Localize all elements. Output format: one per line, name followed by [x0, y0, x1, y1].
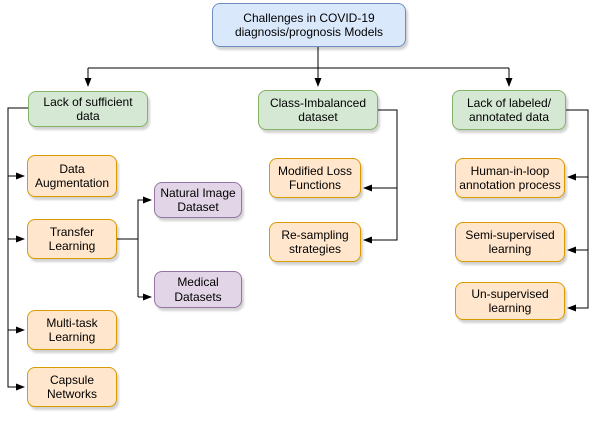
node-challenges-root: Challenges in COVID-19 diagnosis/prognos…	[212, 3, 406, 47]
edge-center-rail	[363, 109, 398, 244]
node-multi-task-learning: Multi-task Learning	[27, 310, 117, 350]
edge-left-rail	[7, 107, 28, 391]
node-un-supervised-learning: Un-supervised learning	[455, 282, 565, 320]
edge-right-rail	[566, 109, 589, 312]
node-data-augmentation: Data Augmentation	[27, 155, 117, 197]
node-medical-datasets: Medical Datasets	[154, 271, 242, 308]
node-lack-of-labeled-annotated-data: Lack of labeled/ annotated data	[452, 90, 566, 130]
node-capsule-networks: Capsule Networks	[27, 367, 117, 407]
node-semi-supervised-learning: Semi-supervised learning	[455, 222, 565, 262]
node-lack-of-sufficient-data: Lack of sufficient data	[28, 91, 148, 127]
edge-lines	[7, 47, 589, 391]
node-re-sampling-strategies: Re-sampling strategies	[269, 222, 361, 262]
node-natural-image-dataset: Natural Image Dataset	[154, 182, 242, 218]
node-modified-loss-functions: Modified Loss Functions	[269, 158, 361, 198]
node-human-in-loop-annotation: Human-in-loop annotation process	[455, 158, 565, 198]
edge-purple-rail	[137, 196, 152, 297]
node-class-imbalanced-dataset: Class-Imbalanced dataset	[258, 90, 378, 130]
node-transfer-learning: Transfer Learning	[27, 219, 117, 259]
